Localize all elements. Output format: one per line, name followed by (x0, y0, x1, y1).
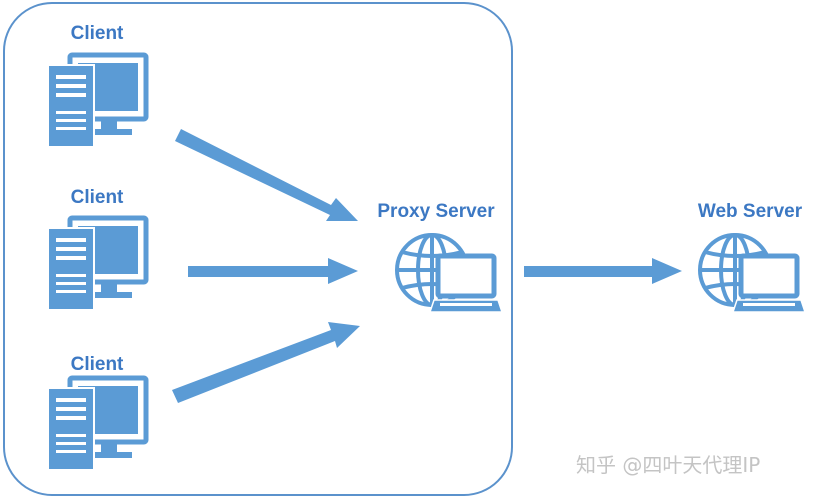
client-label-1: Client (71, 23, 124, 44)
arrow-client-3-to-proxy (172, 322, 360, 403)
arrow-proxy-to-web (524, 258, 682, 284)
desktop-computer-icon (48, 218, 146, 310)
desktop-computer-icon (48, 378, 146, 470)
web-server-label: Web Server (698, 201, 803, 222)
globe-laptop-icon (700, 235, 805, 312)
network-boundary (3, 2, 513, 496)
arrow-client-1-to-proxy (175, 129, 358, 221)
desktop-computer-icon (48, 55, 146, 147)
client-label-2: Client (71, 187, 124, 208)
globe-laptop-icon (397, 235, 502, 312)
arrow-client-2-to-proxy (188, 258, 358, 284)
client-label-3: Client (71, 354, 124, 375)
watermark-text: 知乎 @四叶天代理IP (576, 453, 760, 477)
proxy-server-label: Proxy Server (377, 201, 495, 222)
